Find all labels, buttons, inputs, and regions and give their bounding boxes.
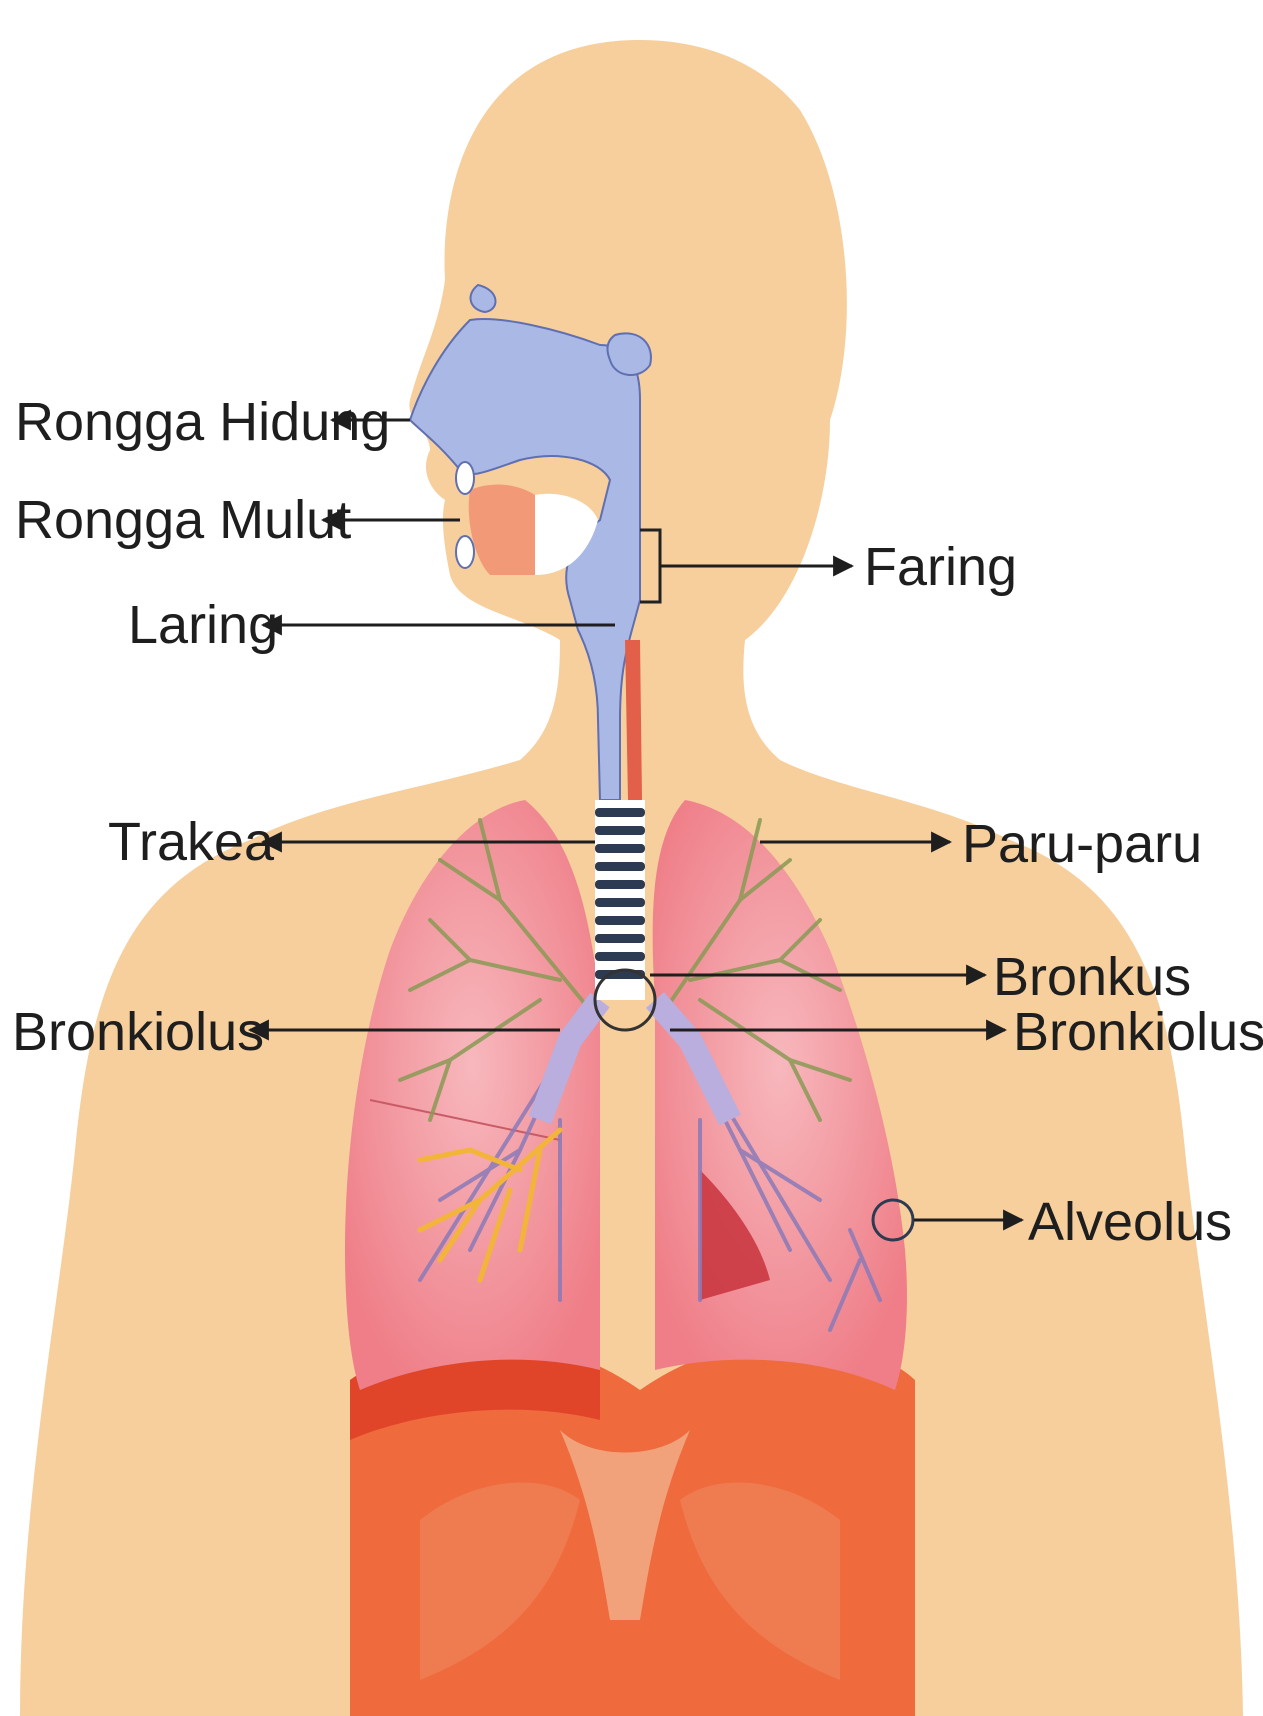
label-trakea: Trakea [108,812,275,872]
label-rongga-hidung: Rongga Hidung [15,392,390,452]
label-bronkus: Bronkus [993,947,1191,1007]
diaphragm [350,1335,915,1716]
label-rongga-mulut: Rongga Mulut [15,490,351,550]
label-faring: Faring [864,537,1017,597]
label-laring: Laring [128,595,278,655]
label-bronkiolus-left: Bronkiolus [12,1002,264,1062]
label-alveolus: Alveolus [1028,1192,1232,1252]
label-bronkiolus-right: Bronkiolus [1013,1002,1263,1062]
label-paru-paru: Paru-paru [962,814,1202,874]
